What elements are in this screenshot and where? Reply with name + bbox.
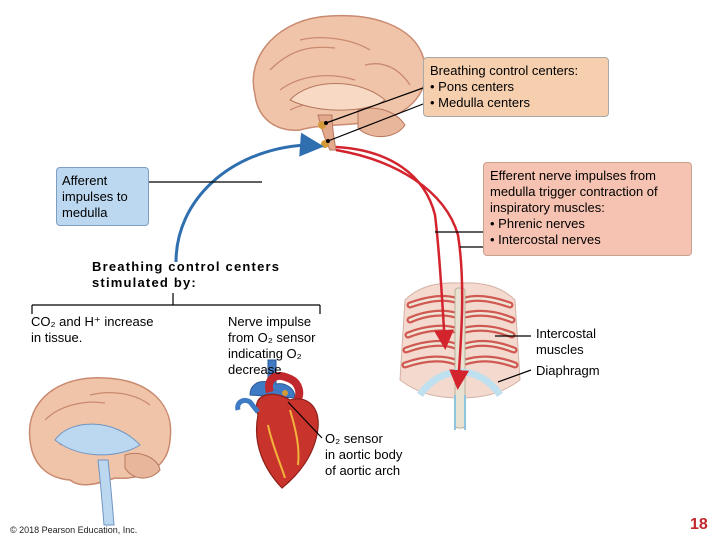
- afferent-arrow: [174, 132, 324, 263]
- medulla-centers-item: Medulla centers: [430, 95, 602, 111]
- leader-lines: [31, 87, 532, 439]
- copyright-text: © 2018 Pearson Education, Inc.: [10, 525, 138, 535]
- afferent-line-2: impulses to: [62, 189, 128, 204]
- intercostal-line-1: Intercostal: [536, 326, 596, 341]
- co2-line-1: CO₂ and H⁺ increase: [31, 314, 154, 329]
- stimulated-line-1: Breathing control centers: [92, 259, 281, 274]
- nerve-impulse-label: Nerve impulse from O₂ sensor indicating …: [228, 314, 315, 378]
- efferent-arrow-intercostal: [335, 145, 454, 350]
- efferent-line-3: inspiratory muscles:: [490, 200, 605, 215]
- efferent-line-2: medulla trigger contraction of: [490, 184, 658, 199]
- brain-top-illustration: [252, 14, 427, 151]
- o2-sensor-line-1: O₂ sensor: [325, 431, 383, 446]
- efferent-line-1: Efferent nerve impulses from: [490, 168, 656, 183]
- brain-left-illustration: [28, 377, 172, 526]
- intercostal-muscles-label: Intercostal muscles: [536, 326, 596, 358]
- breathing-control-centers-box: Breathing control centers: Pons centers …: [423, 57, 609, 117]
- efferent-arrow-phrenic: [335, 148, 470, 390]
- nerve-impulse-line-4: decrease: [228, 362, 282, 377]
- o2-sensor-label: O₂ sensor in aortic body of aortic arch: [325, 431, 402, 479]
- intercostal-nerves-item: Intercostal nerves: [490, 232, 685, 248]
- co2-line-2: in tissue.: [31, 330, 83, 345]
- nerve-impulse-line-2: from O₂ sensor: [228, 330, 316, 345]
- diaphragm-label: Diaphragm: [536, 363, 600, 378]
- nerve-impulse-line-3: indicating O₂: [228, 346, 302, 361]
- co2-increase-label: CO₂ and H⁺ increase in tissue.: [31, 314, 153, 346]
- afferent-impulses-box: Afferent impulses to medulla: [56, 167, 149, 226]
- intercostal-line-2: muscles: [536, 342, 584, 357]
- pons-centers-item: Pons centers: [430, 79, 602, 95]
- page-number: 18: [690, 516, 708, 533]
- o2-sensor-line-2: in aortic body: [325, 447, 403, 462]
- efferent-impulses-box: Efferent nerve impulses from medulla tri…: [483, 162, 692, 256]
- afferent-line-1: Afferent: [62, 173, 108, 188]
- stimulated-by-heading: Breathing control centers stimulated by:: [92, 259, 280, 291]
- nerve-impulse-line-1: Nerve impulse: [228, 314, 312, 329]
- heart-illustration: [235, 359, 319, 489]
- stimulated-line-2: stimulated by:: [92, 275, 197, 290]
- phrenic-nerves-item: Phrenic nerves: [490, 216, 685, 232]
- pons-box-title: Breathing control centers:: [430, 63, 579, 78]
- afferent-line-3: medulla: [62, 205, 108, 220]
- o2-sensor-line-3: of aortic arch: [325, 463, 401, 478]
